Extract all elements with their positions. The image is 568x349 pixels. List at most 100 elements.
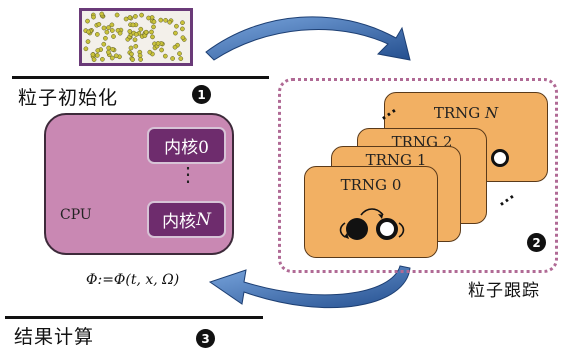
particle-dot [133,14,138,19]
init-divider [12,76,269,79]
arrow-init-to-tracking [205,16,411,61]
particle-dot [178,56,184,61]
cpu-core-ellipsis: ⋮ [178,162,198,186]
particle-dot [127,15,133,20]
particle-dot [155,41,161,46]
particle-cloud [83,11,187,62]
cpu-core-0: 内核0 [147,127,226,164]
particle-dot [83,46,89,52]
particle-dot [143,29,149,35]
particle-dot [117,30,123,36]
particle-dot [133,43,139,49]
particle-dot [129,51,134,57]
particle-dot [180,35,186,41]
particle-dot [170,56,175,61]
particle-white-icon [376,218,398,240]
particle-dot [85,18,90,24]
particle-dot [103,35,108,41]
particle-dot [91,57,97,62]
particle-dot [151,24,156,30]
particle-dot [100,56,105,62]
particle-dot [109,22,115,28]
particle-dot [150,34,155,40]
particle-dot [180,26,185,32]
particle-dot [172,44,178,50]
particle-dot [109,28,115,33]
trng-card-2-index: 2 [442,133,453,151]
exchange-arrow-icon [360,208,384,216]
particle-dot [137,53,143,59]
particle-dot [106,45,112,51]
cpu-core-n-prefix: 内核 [162,212,197,232]
cpu-label: CPU [60,207,92,223]
particle-dot [130,57,135,62]
particle-dot [106,25,111,30]
flux-formula: Φ:=Φ(t, x, Ω) [86,272,180,288]
particle-dot [158,17,164,23]
particle-dot [162,53,168,59]
particle-white-icon [491,149,509,167]
particle-dot [101,25,107,31]
particle-dot [95,48,101,53]
particle-dot [101,41,107,47]
particle-dot [133,32,139,37]
trng-card-0-index: 0 [391,176,402,194]
particle-dot [94,32,100,37]
particle-dot [138,57,143,62]
particle-dot [91,14,96,20]
particle-dot [99,11,105,17]
init-stage-badge: 1 [192,85,211,104]
trng-card-0: TRNG 0 [304,166,438,258]
cpu-core-0-label: 内核0 [164,138,209,158]
particle-dot [110,46,115,52]
compute-stage-badge: 3 [196,329,215,348]
particle-dot [146,15,151,21]
arrow-tracking-to-compute [208,265,411,309]
trng-card-n-label: TRNG N [385,104,547,122]
particle-dot [104,29,110,35]
trng-card-1-index: 1 [416,151,427,169]
trng-card-n-prefix: TRNG [433,104,481,122]
trng-card-1-label: TRNG 1 [332,151,460,169]
tracking-stage-badge: 2 [527,233,546,252]
particle-dot [109,55,115,61]
particle-dot [173,30,178,36]
trng-card-n-index: N [485,104,499,122]
particle-dot [132,37,138,43]
particle-pair-icon [339,208,405,240]
particle-dot [163,17,168,23]
trng-card-0-prefix: TRNG [340,176,388,194]
particle-dot [86,29,91,35]
particle-dot [167,19,173,25]
particle-cloud-box [79,8,193,66]
rotate-arrow-icon [339,222,346,238]
particle-dot [90,52,96,57]
particle-dot [180,20,185,26]
cpu-core-n-var: N [196,209,211,230]
particle-dot [127,29,133,34]
tracking-stage-title: 粒子跟踪 [468,281,540,301]
rotate-arrow-icon [398,222,405,238]
particle-dot [111,34,116,39]
particle-dot [94,53,100,58]
compute-divider [5,316,263,319]
particle-dot [113,53,119,59]
particle-dot [149,29,154,35]
particle-dot [151,19,157,25]
particle-dot [114,12,120,18]
particle-dot [130,22,136,28]
init-stage-title: 粒子初始化 [18,87,119,109]
particle-dot [139,12,144,18]
particle-black-icon [346,218,368,240]
particle-dot [159,47,164,53]
trng-card-0-label: TRNG 0 [305,176,437,194]
gpu-tracking-region [278,78,558,273]
particle-dot [96,21,102,27]
particle-dot [106,49,111,55]
compute-stage-title: 结果计算 [14,326,95,348]
particle-dot [128,45,134,51]
particle-dot [174,23,179,29]
